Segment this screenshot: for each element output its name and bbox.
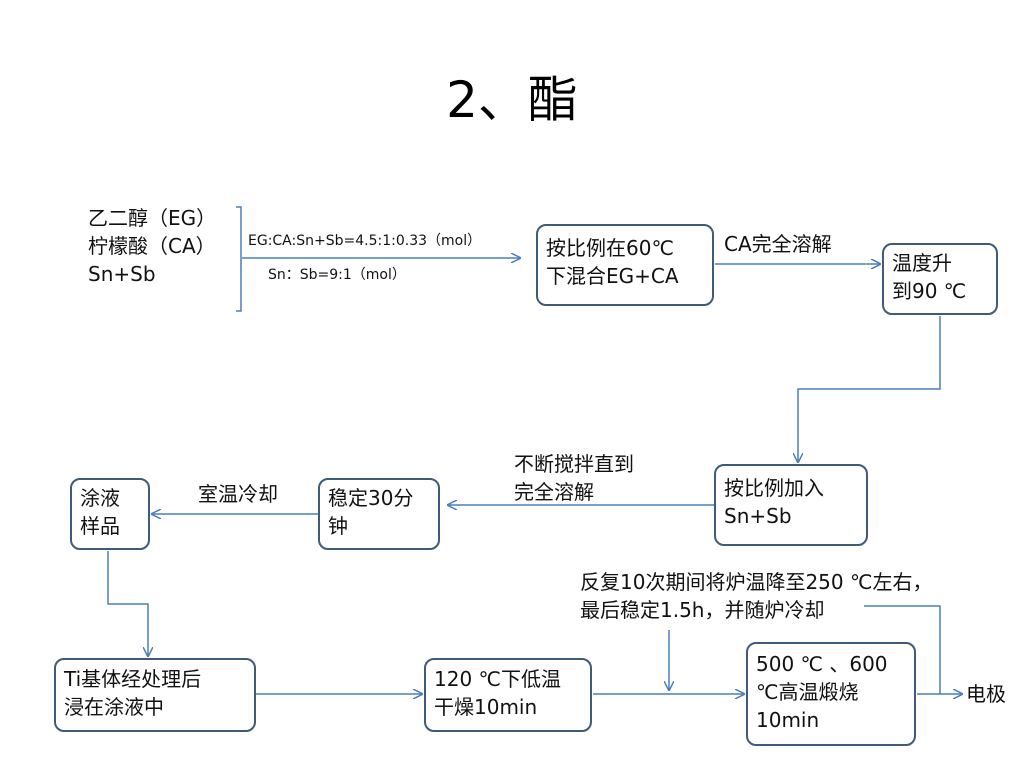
box-ti-line1: Ti基体经处理后	[64, 667, 202, 691]
box-coating-line2: 样品	[80, 514, 120, 538]
box-stable-line1: 稳定30分	[328, 486, 414, 510]
input-brace	[236, 206, 242, 312]
box-heat: 温度升 到90 ℃	[882, 243, 998, 315]
box-stable-line2: 钟	[328, 514, 348, 538]
box-heat-line2: 到90 ℃	[892, 279, 967, 303]
edge-label-stir: 不断搅拌直到 完全溶解	[514, 450, 634, 506]
box-ti-line2: 浸在涂液中	[64, 695, 164, 719]
box-heat-line1: 温度升	[892, 251, 952, 275]
box-add-snsb: 按比例加入 Sn+Sb	[714, 464, 868, 546]
box-add-snsb-line1: 按比例加入	[724, 476, 824, 500]
edge-label-stir-line1: 不断搅拌直到	[514, 452, 634, 476]
box-add-snsb-line2: Sn+Sb	[724, 504, 792, 528]
output-label: 电极	[966, 682, 1006, 706]
box-dry-line2: 干燥10min	[434, 695, 538, 719]
edge-label-repeat-line1: 反复10次期间将炉温降至250 ℃左右，	[580, 570, 933, 594]
edge-label-repeat: 反复10次期间将炉温降至250 ℃左右， 最后稳定1.5h，并随炉冷却	[580, 568, 932, 624]
edge-label-repeat-line2: 最后稳定1.5h，并随炉冷却	[580, 598, 825, 622]
box-ti: Ti基体经处理后 浸在涂液中	[54, 658, 256, 732]
input-list: 乙二醇（EG） 柠檬酸（CA） Sn+Sb	[88, 204, 216, 288]
edge-label-cool: 室温冷却	[198, 482, 278, 506]
ratio-label-top: EG:CA:Sn+Sb=4.5:1:0.33（mol）	[248, 233, 482, 249]
box-calcine-line2: ℃高温煅烧	[756, 680, 859, 704]
box-calcine: 500 ℃ 、600 ℃高温煅烧 10min	[746, 642, 916, 746]
box-dry-line1: 120 ℃下低温	[434, 667, 561, 691]
box-coating-line1: 涂液	[80, 486, 120, 510]
edge-label-stir-line2: 完全溶解	[514, 480, 594, 504]
box-mix: 按比例在60℃ 下混合EG+CA	[536, 224, 714, 306]
box-coating: 涂液 样品	[70, 478, 150, 550]
box-mix-line1: 按比例在60℃	[546, 236, 674, 260]
box-calcine-line3: 10min	[756, 708, 820, 732]
arrow-heat-to-add	[798, 316, 941, 462]
input-snsb: Sn+Sb	[88, 262, 156, 286]
input-eg: 乙二醇（EG）	[88, 206, 217, 230]
box-stable: 稳定30分 钟	[318, 478, 440, 550]
page-title: 2、酯	[446, 71, 578, 129]
box-dry: 120 ℃下低温 干燥10min	[424, 658, 592, 732]
box-mix-line2: 下混合EG+CA	[546, 264, 679, 288]
arrow-repeat-loop	[864, 605, 941, 694]
arrow-coating-to-ti	[107, 551, 148, 656]
edge-label-ca-dissolve: CA完全溶解	[724, 232, 832, 256]
ratio-label-bottom: Sn：Sb=9:1（mol）	[268, 267, 406, 283]
box-calcine-line1: 500 ℃ 、600	[756, 652, 888, 676]
input-ca: 柠檬酸（CA）	[88, 234, 216, 258]
